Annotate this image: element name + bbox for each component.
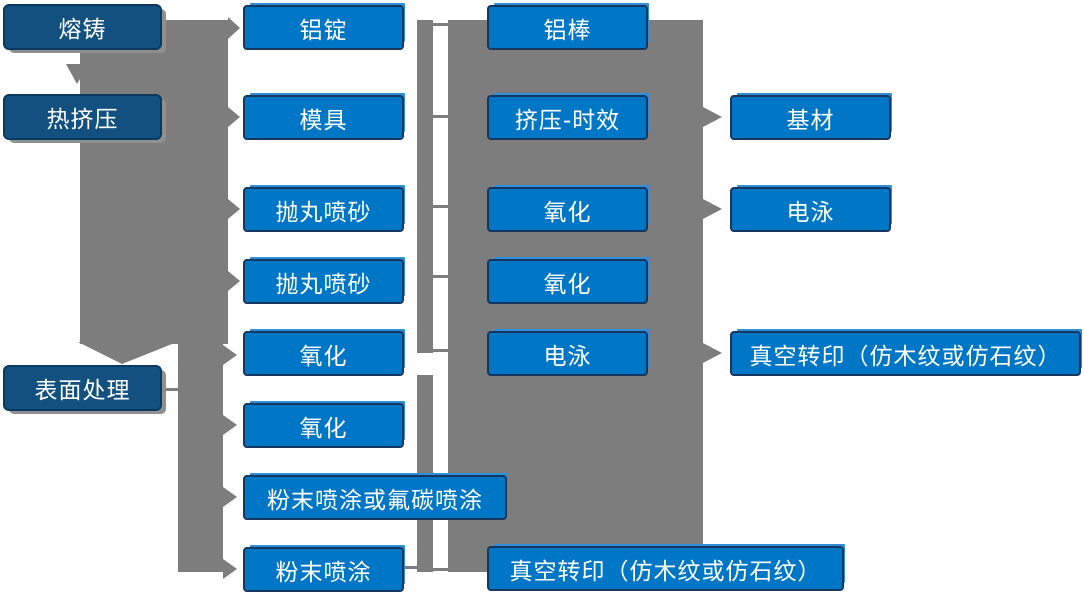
node-base-material: 基材 <box>730 95 891 140</box>
node-powder-coating: 粉末喷涂 <box>243 547 404 592</box>
node-electrophoresis-2: 电泳 <box>730 187 891 232</box>
collector-stub-row2 <box>433 115 448 118</box>
arrow-to-shot-blasting-1-icon <box>228 199 240 219</box>
arrow-to-shot-blasting-2-icon <box>228 271 240 291</box>
node-shot-blasting-2: 抛丸喷砂 <box>243 259 404 304</box>
node-electrophoresis-1: 电泳 <box>487 331 648 376</box>
node-shot-blasting-1: 抛丸喷砂 <box>243 187 404 232</box>
collector-stub-row3 <box>433 205 448 208</box>
node-vacuum-transfer-1: 真空转印（仿木纹或仿石纹） <box>487 546 844 591</box>
collector-stub-row5 <box>433 349 448 352</box>
node-hot-extrusion: 热挤压 <box>3 94 162 140</box>
arrow-to-vacuum-transfer-2-icon <box>703 343 722 363</box>
arrow-to-base-material-icon <box>703 107 722 127</box>
node-extrusion-aging: 挤压-时效 <box>487 95 648 140</box>
arrow-to-powder-coating-icon <box>223 559 237 579</box>
arrow-to-mold-icon <box>228 107 240 127</box>
surface-treatment-stub <box>163 388 178 391</box>
arrow-to-oxidation-2-icon <box>223 415 237 435</box>
node-oxidation-4: 氧化 <box>487 259 648 304</box>
node-aluminum-ingot: 铝锭 <box>243 5 404 50</box>
arrow-to-aluminum-ingot-icon <box>228 17 240 39</box>
collector-bar-top <box>417 20 433 353</box>
arrow-to-oxidation-1-icon <box>223 345 237 365</box>
node-surface-treatment: 表面处理 <box>3 365 162 411</box>
surface-branch-bar <box>178 340 223 572</box>
arrow-down-to-surface-treatment-icon <box>78 342 177 364</box>
collector-bar-bottom <box>417 375 433 572</box>
node-oxidation-1: 氧化 <box>243 331 404 376</box>
node-powder-or-fluorocarbon-coating: 粉末喷涂或氟碳喷涂 <box>243 475 507 520</box>
node-aluminum-rod: 铝棒 <box>487 5 648 50</box>
node-mold: 模具 <box>243 95 404 140</box>
node-oxidation-2: 氧化 <box>243 403 404 448</box>
collector-stub-row4 <box>433 275 448 278</box>
powder-coating-stub <box>404 566 417 569</box>
node-melt-casting: 熔铸 <box>3 4 162 50</box>
collector-stub-row1 <box>433 23 448 26</box>
vacuum-transfer-stub <box>433 568 448 571</box>
arrow-to-powder-fluorocarbon-icon <box>223 487 237 507</box>
connector-melt-to-ingot-bar <box>163 20 228 54</box>
arrow-to-electrophoresis-2-icon <box>703 199 722 219</box>
node-vacuum-transfer-2: 真空转印（仿木纹或仿石纹） <box>730 331 1081 376</box>
node-oxidation-3: 氧化 <box>487 187 648 232</box>
